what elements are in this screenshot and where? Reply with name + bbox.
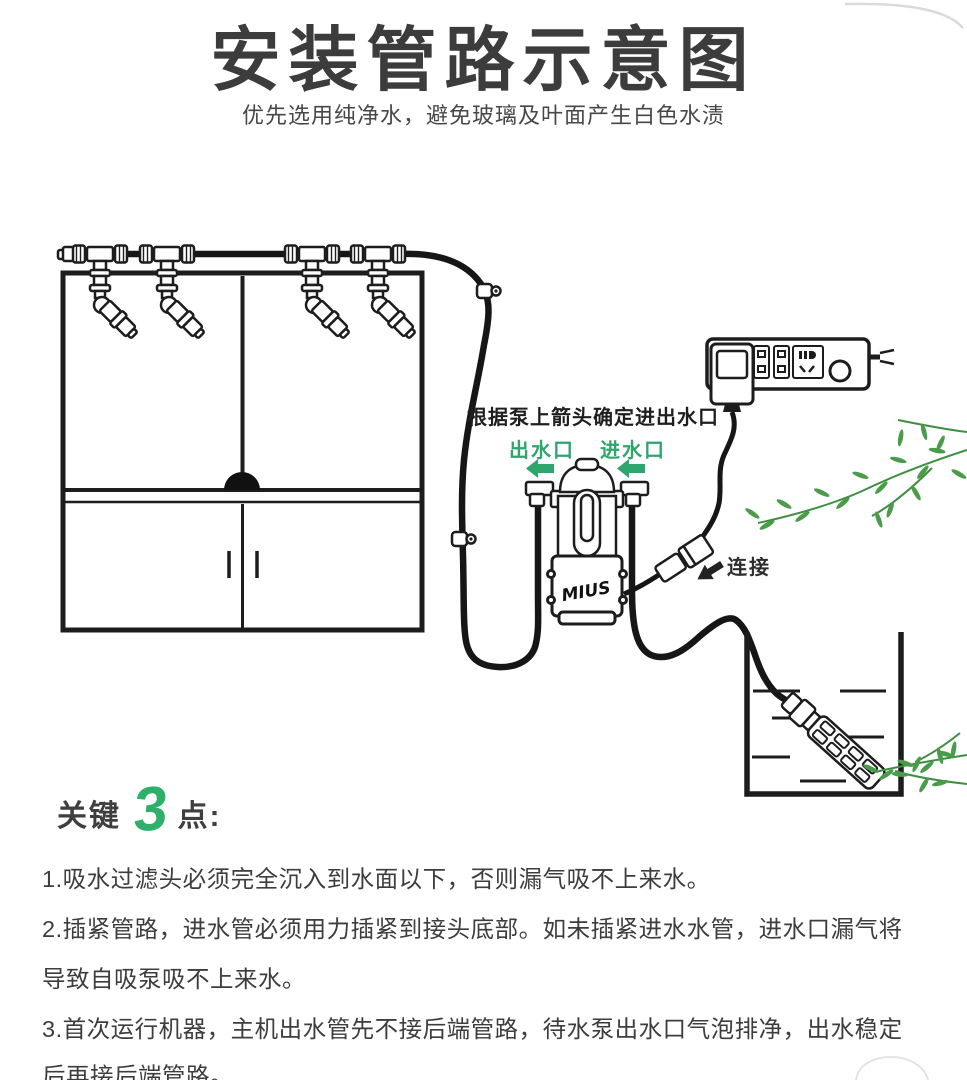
key-points-number: 3	[129, 773, 171, 846]
power-adapter	[709, 342, 755, 412]
outlet-tube	[70, 250, 542, 671]
pump-note-label: 根据泵上箭头确定进出水口	[467, 407, 719, 429]
power-cord-prongs	[879, 348, 895, 366]
pump: MIUS	[524, 457, 650, 626]
key-point-line: 1.吸水过滤头必须完全沉入到水面以下，否则漏气吸不上来水。	[42, 866, 711, 892]
key-points-prefix: 关键	[57, 800, 121, 833]
cabinet	[60, 270, 425, 633]
quick-connector	[654, 534, 715, 583]
key-points-heading: 关键 3 点:	[57, 773, 222, 847]
outlet-arrow-icon	[526, 459, 554, 478]
card-corner-arc	[844, 2, 964, 29]
key-points-suffix: 点:	[177, 800, 222, 833]
tube-clip	[450, 530, 477, 548]
socket-five-hole	[792, 345, 824, 379]
socket-two-pin	[753, 345, 790, 379]
tube-end-cap	[56, 245, 76, 263]
misting-nozzle	[349, 244, 420, 343]
water-bucket	[744, 632, 904, 797]
connect-arrow-icon	[697, 561, 724, 580]
inlet-port-label: 进水口	[600, 440, 666, 462]
tube-clip	[475, 282, 502, 300]
foliage-right	[744, 419, 967, 532]
power-switch	[828, 359, 852, 383]
power-strip	[705, 337, 895, 412]
inlet-arrow-icon	[617, 459, 645, 478]
key-point-line: 3.首次运行机器，主机出水管先不接后端管路，待水泵出水口气泡排净，出水稳定	[42, 1016, 903, 1042]
foliage-bottom-right	[862, 732, 967, 794]
misting-nozzle	[71, 244, 142, 343]
outlet-port-label: 出水口	[509, 440, 575, 462]
page-subtitle: 优先选用纯净水，避免玻璃及叶面产生白色水渍	[241, 103, 725, 128]
key-point-line: 导致自吸泵吸不上来水。	[42, 966, 306, 992]
watermark-circle-arc	[855, 1055, 929, 1080]
page-title: 安装管路示意图	[210, 21, 757, 99]
connect-label: 连接	[727, 557, 771, 579]
key-point-line: 后再接后端管路。	[42, 1063, 234, 1080]
suction-filter	[780, 692, 886, 790]
misting-nozzle	[283, 244, 354, 343]
key-point-line: 2.插紧管路，进水管必须用力插紧到接头底部。如未插紧进水水管，进水口漏气将	[42, 916, 903, 942]
misting-nozzle	[138, 244, 209, 343]
cabinet-center-knob	[224, 472, 260, 490]
inlet-tube	[628, 504, 794, 707]
